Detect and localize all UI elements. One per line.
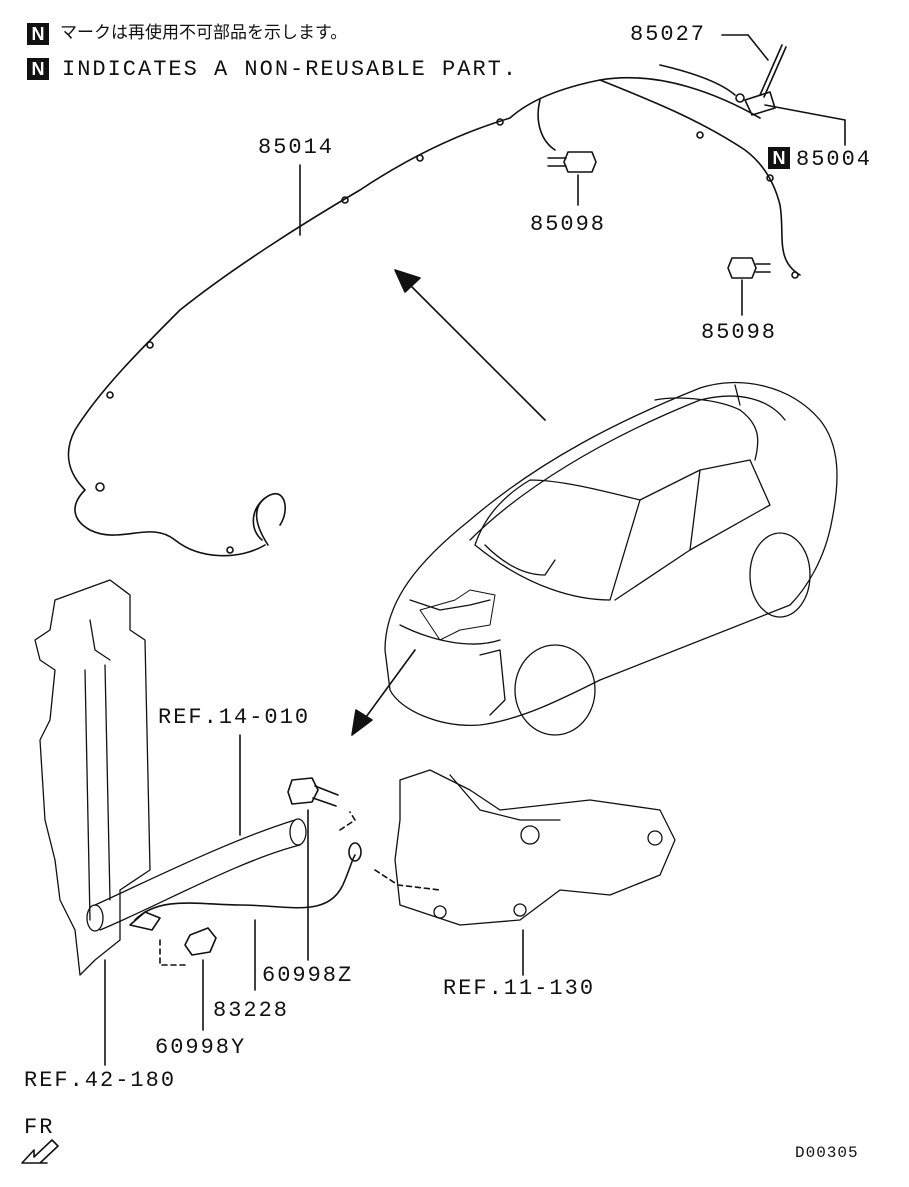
callout-85004: 85004 (796, 147, 873, 172)
callout-85027: 85027 (630, 22, 707, 47)
hose-outline (86, 818, 307, 932)
vehicle-outline (384, 381, 838, 736)
callout-ref-42-180: REF.42-180 (24, 1068, 177, 1093)
callout-ref-11-130: REF.11-130 (443, 976, 596, 1001)
roof-wiring-harness (67, 64, 801, 557)
washer-tank-outline (34, 579, 151, 976)
callout-85014: 85014 (258, 135, 335, 160)
bolt-85098-top (547, 151, 597, 173)
bolt-85098-right (727, 257, 771, 279)
note-japanese: マークは再使用不可部品を示します。 (60, 23, 348, 43)
n-badge-icon: N (27, 23, 49, 45)
antenna-part (744, 44, 787, 116)
diagram-code: D00305 (795, 1144, 859, 1162)
callout-85098-right: 85098 (701, 320, 778, 345)
callout-60998y: 60998Y (155, 1035, 247, 1060)
n-badge-icon: N (768, 147, 790, 169)
callout-60998z: 60998Z (262, 963, 354, 988)
callout-83228: 83228 (213, 998, 290, 1023)
ground-cable (129, 842, 362, 931)
front-direction-label: FR (24, 1115, 55, 1140)
note-english: INDICATES A NON-REUSABLE PART. (62, 57, 519, 82)
callout-ref-14-010: REF.14-010 (158, 705, 311, 730)
engine-bracket-outline (394, 769, 676, 926)
n-badge-icon: N (27, 58, 49, 80)
bolt-60998y (184, 927, 217, 956)
front-direction-arrow-icon (21, 1139, 59, 1164)
bolt-60998z (287, 777, 339, 807)
callout-85098-top: 85098 (530, 212, 607, 237)
